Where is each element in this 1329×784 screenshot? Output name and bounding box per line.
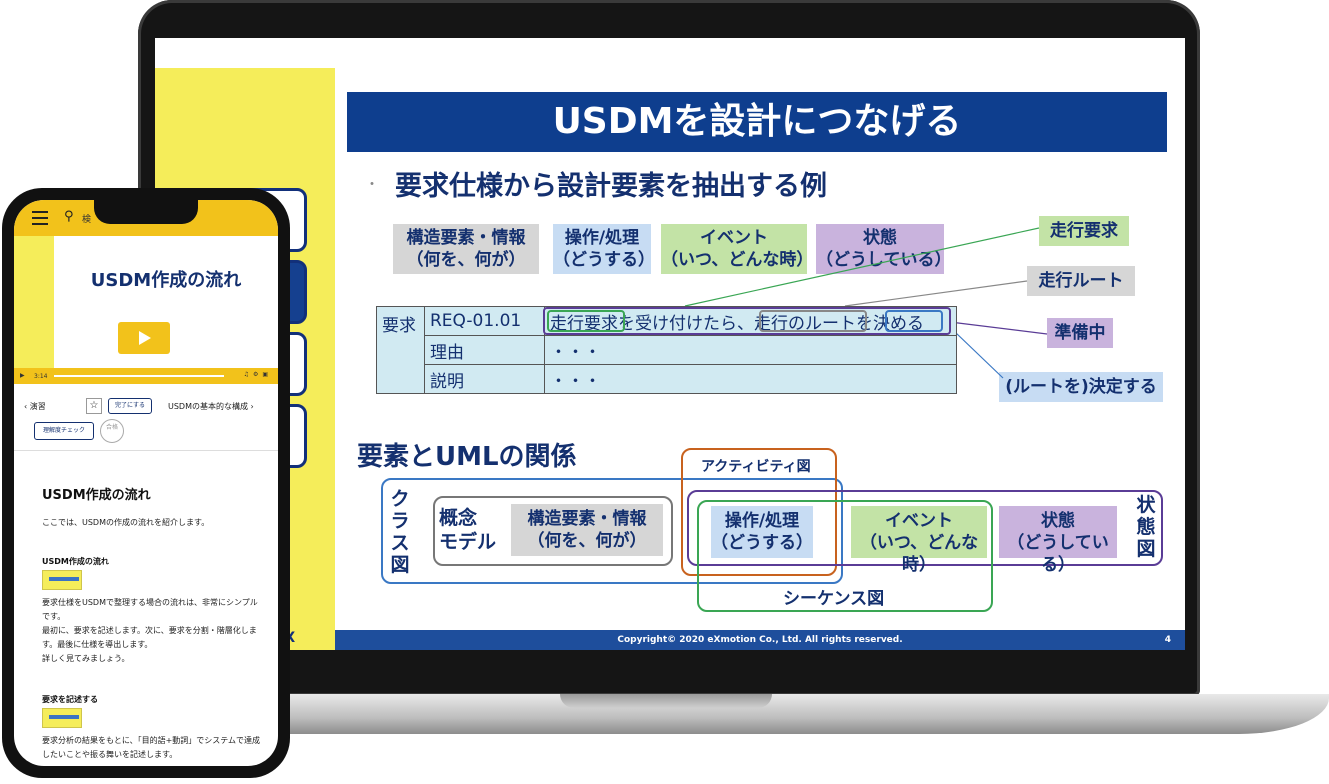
connector-drive-request [684,227,1040,307]
content-paragraph: 詳しく見てみましょう。 [42,654,130,663]
reason-label: 理由 [424,335,545,365]
table-row: 説明 ・・・ [377,364,957,394]
content-paragraph: 要求分析の結果をもとに、「目的語+動詞」でシステムで達成したいことや振る舞いを記… [42,736,261,759]
category-operation: 操作/処理 （どうする） [553,224,655,274]
state-diagram-box [687,490,1163,566]
category-label: 操作/処理 [564,228,640,248]
connector-drive-route [844,280,1028,307]
search-input[interactable]: 検 [82,215,92,225]
req-label: 要求 [376,306,425,394]
callout-preparing: 準備中 [1047,318,1113,348]
next-lesson-label: USDMの基本的な構成 [168,402,248,411]
section-title-uml: 要素とUMLの関係 [357,442,577,472]
video-controls: ▶ 3:14 ♫⚙▣ [14,368,278,384]
callout-decide-route: (ルートを)決定する [999,372,1163,402]
uml-event: イベント （いつ、どんな時） [851,506,987,575]
prev-lesson-label: 演習 [29,402,46,411]
control-icons[interactable]: ♫⚙▣ [243,371,272,378]
play-button[interactable] [118,322,170,354]
category-event: イベント （いつ、どんな時） [661,224,814,274]
highlight-decide [885,310,943,332]
uml-operation: 操作/処理 （どうする） [711,506,813,558]
category-sublabel: （いつ、どんな時） [661,250,814,270]
search-icon[interactable]: ⚲ [64,209,74,224]
callout-drive-route: 走行ルート [1027,266,1135,296]
highlight-whole-text [543,307,951,335]
next-lesson-link[interactable]: USDMの基本的な構成 › [168,402,254,411]
sequence-diagram-box [697,500,993,612]
comprehension-check-button[interactable]: 理解度チェック [34,422,94,440]
concept-model-box [433,496,673,566]
req-id: REQ-01.01 [424,306,545,336]
uml-event-sublabel: （いつ、どんな時） [859,533,979,575]
slide-subtitle: 要求仕様から設計要素を抽出する例 [395,171,827,202]
uml-state-sublabel: （どうしている） [1007,533,1109,575]
category-sublabel: （どうする） [553,250,655,270]
prev-lesson-link[interactable]: ‹ 演習 [24,402,46,411]
class-diagram-label: クラス図 [390,488,410,576]
phone-frame: ⚲ 検 USDM作成の流れ ▶ 3:14 ♫⚙▣ ‹ 演習 ☆ 完了にする US… [2,188,290,778]
play-icon[interactable]: ▶ [20,372,25,379]
video-time: 3:14 [34,373,48,380]
category-structure: 構造要素・情報 （何を、何が） [393,224,539,274]
category-sublabel: （何を、何が） [406,250,526,270]
highlight-drive-route [759,310,867,332]
sequence-diagram-label: シーケンス図 [783,589,885,609]
video-title: USDM作成の流れ [90,270,242,291]
connector-decide-route [954,331,1004,379]
category-label: 構造要素・情報 [406,228,526,248]
concept-model-label: 概念 モデル [439,507,497,553]
divider [14,450,278,451]
category-label: 状態 [863,228,897,248]
state-diagram-label: 状態図 [1136,494,1156,560]
laptop-notch [560,694,772,708]
slide-footer: Copyright© 2020 eXmotion Co., Ltd. All r… [335,630,1185,650]
uml-operation-label: 操作/処理 [724,511,800,531]
callout-drive-request: 走行要求 [1039,216,1129,246]
uml-operation-sublabel: （どうする） [711,533,813,553]
phone-notch [94,200,198,224]
connector-preparing [949,321,1048,335]
laptop-screen: OX USDMを設計につなげる ・ 要求仕様から設計要素を抽出する例 構造要素・… [155,38,1185,650]
content-subheading: 要求を記述する [42,695,98,704]
content-subheading: USDM作成の流れ [42,557,109,566]
content-heading: USDM作成の流れ [42,488,151,503]
pass-seal-icon: 合格 [100,419,124,443]
uml-state-label: 状態 [1041,511,1075,531]
highlight-drive-request [547,310,625,332]
menu-icon[interactable] [32,211,48,225]
uml-state: 状態 （どうしている） [999,506,1117,575]
connector-lines [684,227,1048,379]
star-icon[interactable]: ☆ [86,398,102,414]
content-paragraph: 最初に、要求を記述します。次に、要求を分割・階層化します。最後に仕様を導出します… [42,626,257,649]
desc-value: ・・・ [544,364,957,394]
describe-thumbnail[interactable] [42,708,82,728]
flow-thumbnail[interactable] [42,570,82,590]
activity-diagram-box [681,448,837,576]
uml-structure-sublabel: （何を、何が） [527,531,647,551]
table-row: 理由 ・・・ [377,335,957,365]
slide-title: USDMを設計につなげる [347,92,1167,152]
lesson-nav: ‹ 演習 ☆ 完了にする USDMの基本的な構成 › [14,396,278,418]
uml-structure-label: 構造要素・情報 [527,509,647,529]
desc-label: 説明 [424,364,545,394]
seek-bar[interactable] [54,375,224,377]
uml-structure: 構造要素・情報 （何を、何が） [511,504,663,556]
reason-value: ・・・ [544,335,957,365]
bullet-mark: ・ [365,177,379,193]
copyright-text: Copyright© 2020 eXmotion Co., Ltd. All r… [617,635,903,645]
content-intro: ここでは、USDMの作成の流れを紹介します。 [42,518,210,527]
phone-screen: ⚲ 検 USDM作成の流れ ▶ 3:14 ♫⚙▣ ‹ 演習 ☆ 完了にする US… [14,200,278,766]
mark-done-button[interactable]: 完了にする [108,398,152,414]
activity-diagram-label: アクティビティ図 [701,459,811,475]
uml-event-label: イベント [885,511,953,531]
category-label: イベント [700,228,768,248]
page-number: 4 [1164,635,1171,645]
content-paragraph: 要求仕様をUSDMで整理する場合の流れは、非常にシンプルです。 [42,598,258,621]
video-player[interactable]: USDM作成の流れ ▶ 3:14 ♫⚙▣ [14,236,278,384]
class-diagram-box [381,478,843,584]
